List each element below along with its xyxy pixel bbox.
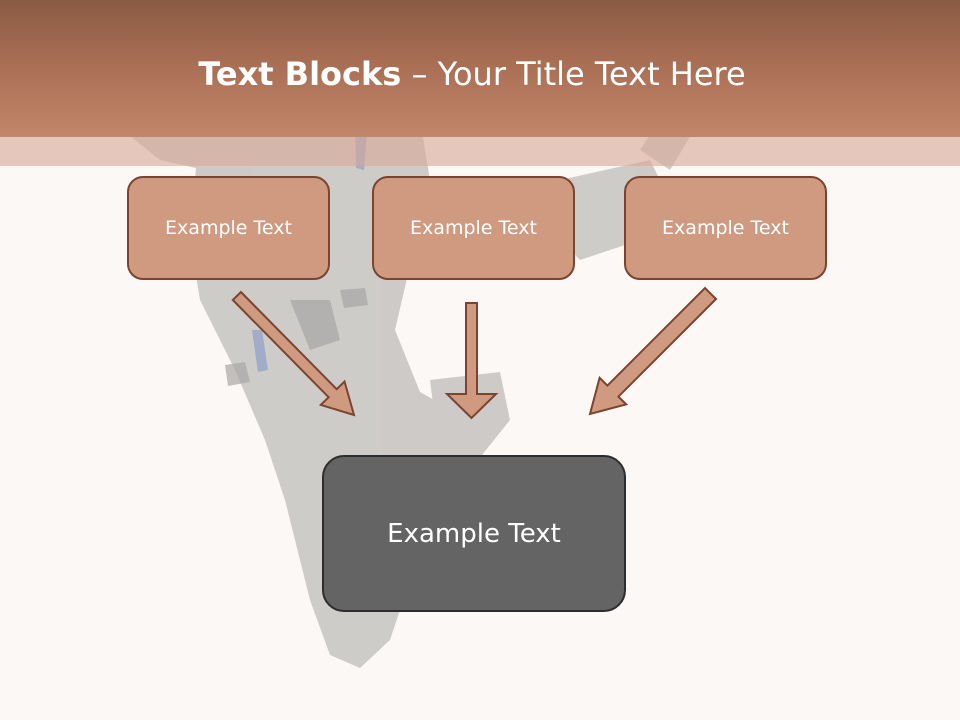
text-block-2-label: Example Text: [410, 217, 537, 239]
text-block-1: Example Text: [127, 176, 330, 280]
arrow-left-icon: [231, 290, 356, 417]
title-rest-text: Your Title Text Here: [437, 55, 746, 93]
title-sub-band: [0, 137, 960, 166]
title-dash: –: [411, 55, 428, 93]
main-text-block: Example Text: [322, 455, 626, 612]
arrow-down-icon: [444, 302, 499, 420]
text-block-3: Example Text: [624, 176, 827, 280]
title-bold-text: Text Blocks: [198, 55, 402, 93]
slide-title: Text Blocks – Your Title Text Here: [0, 52, 944, 96]
main-text-block-label: Example Text: [387, 518, 561, 549]
text-block-3-label: Example Text: [662, 217, 789, 239]
title-band: [0, 0, 960, 137]
text-block-2: Example Text: [372, 176, 575, 280]
text-block-1-label: Example Text: [165, 217, 292, 239]
arrow-right-icon: [588, 286, 718, 416]
